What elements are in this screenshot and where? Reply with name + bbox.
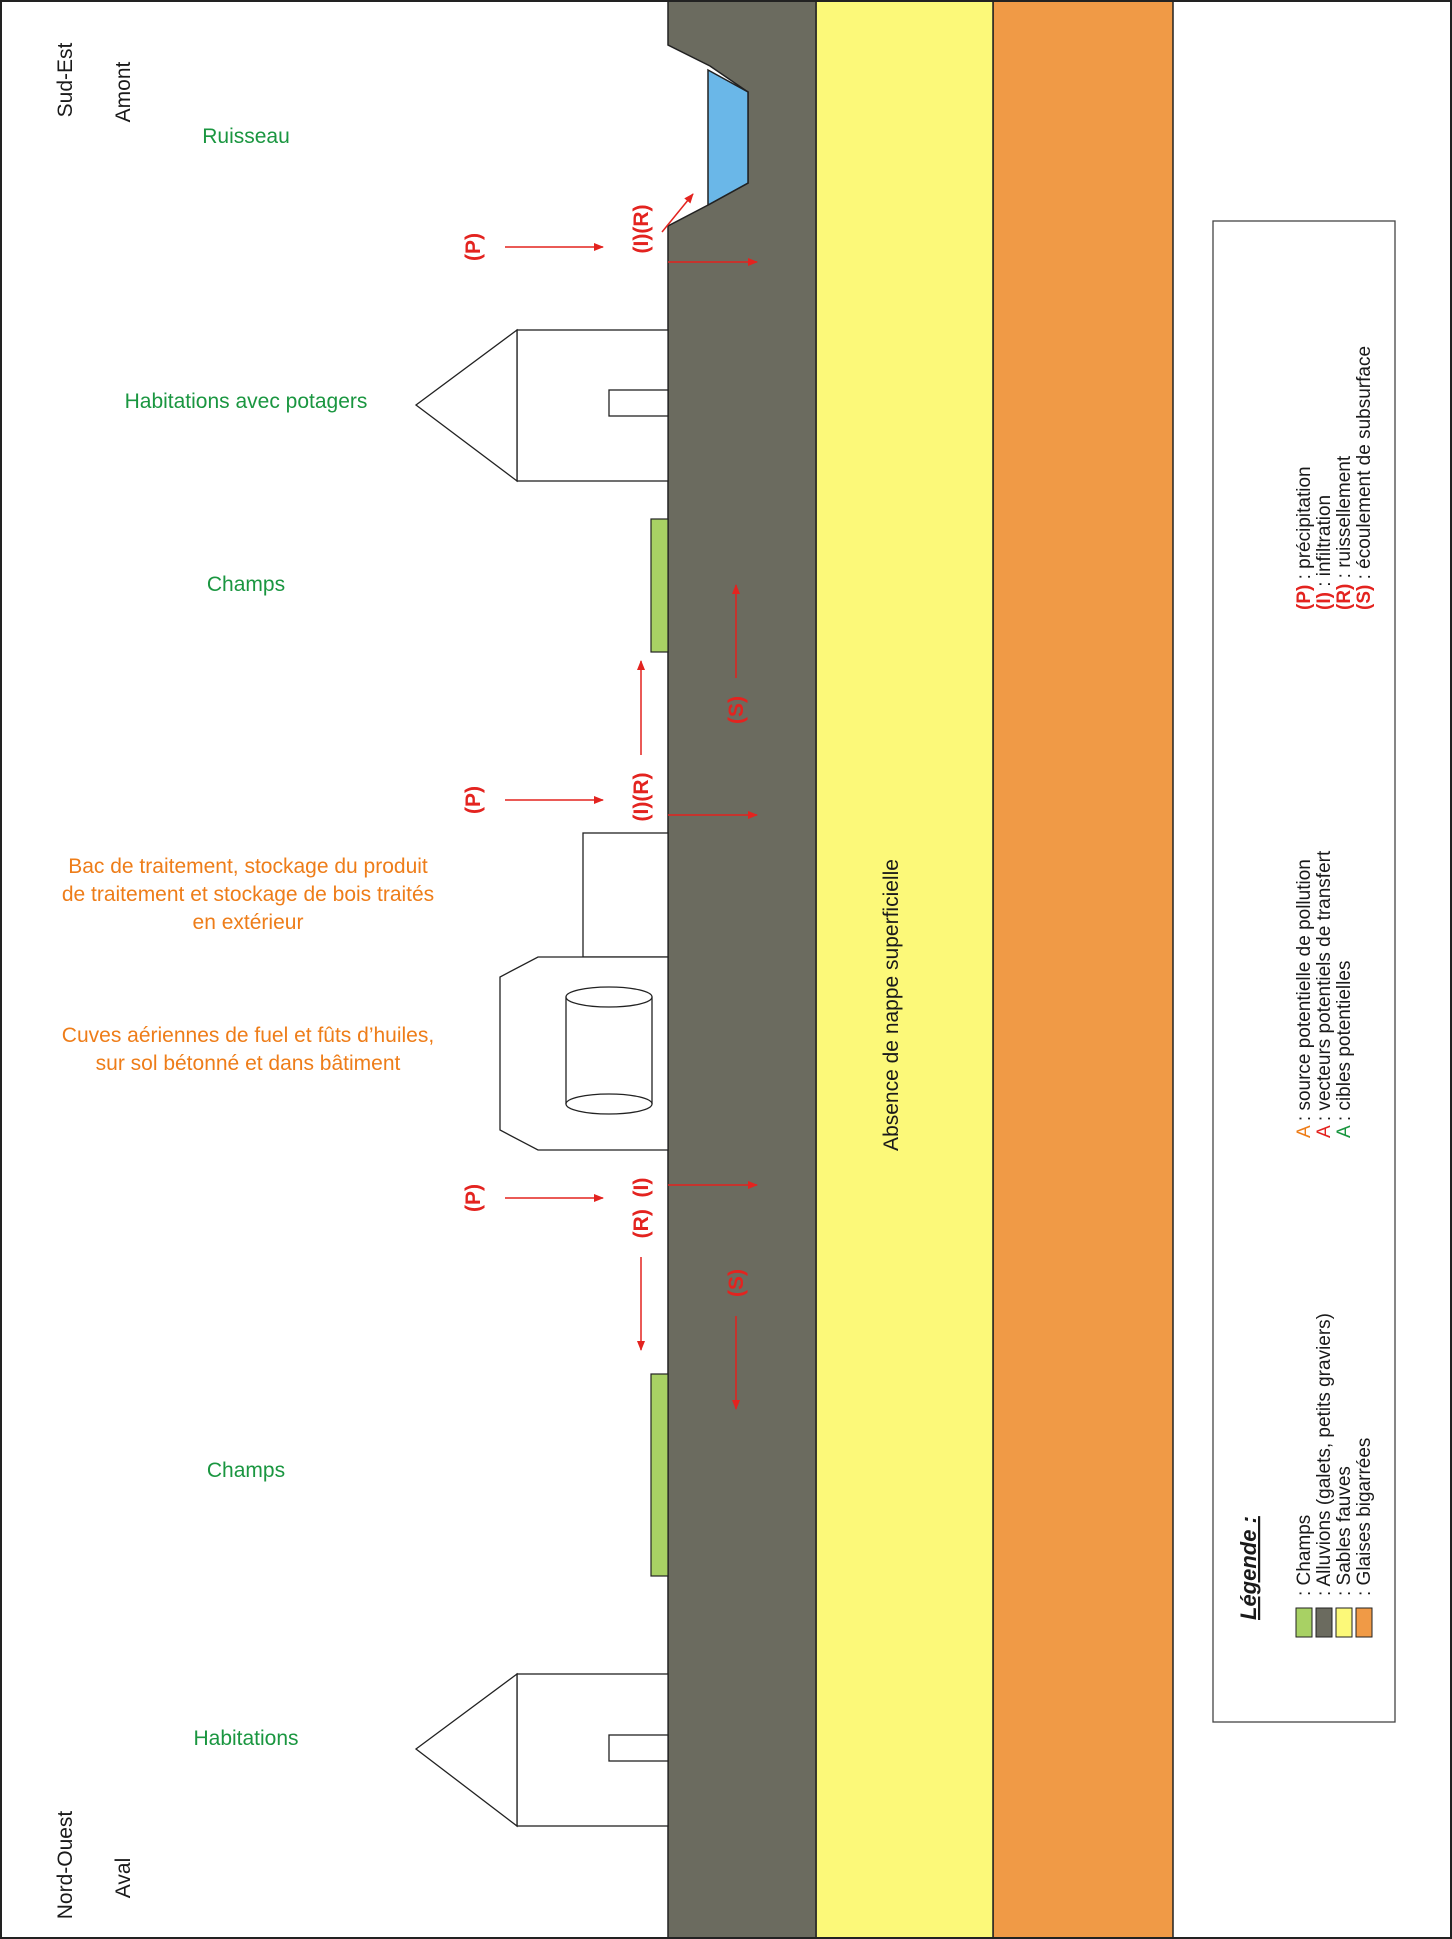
legend-swatch-sables [1335, 1607, 1353, 1638]
label-cuves-line2: sur sol bétonné et dans bâtiment [96, 1052, 401, 1075]
layer-sables-fauves [815, 0, 994, 1939]
orientation-nord-ouest: Nord-Ouest [54, 1811, 77, 1920]
fuel-tank-icon [565, 986, 653, 1115]
label-cuves-line1: Cuves aériennes de fuel et fûts d’huiles… [62, 1024, 434, 1047]
orientation-amont: Amont [112, 61, 135, 122]
legend-title: Légende : [1236, 1516, 1261, 1620]
legend-key-subsurface: (S) : écoulement de subsurface [1354, 346, 1375, 610]
ruisseau-water [707, 68, 749, 207]
legend-swatch-champs [1295, 1607, 1313, 1638]
label-ir-2: (I)(R) [630, 773, 653, 822]
label-habitations: Habitations [193, 1727, 298, 1750]
legend-layer-alluvions: : Alluvions (galets, petits graviers) [1314, 1313, 1335, 1596]
legend-key-vecteurs: A : vecteurs potentiels de transfert [1314, 850, 1335, 1138]
label-p-3: (P) [462, 1184, 485, 1212]
legend-key-infiltration: (I) : infiltration [1314, 495, 1335, 610]
house-with-garden-icon [414, 328, 669, 483]
label-bac-line3: en extérieur [193, 911, 304, 934]
label-habitations-potagers: Habitations avec potagers [125, 390, 368, 413]
label-s-1: (S) [725, 696, 748, 724]
label-bac-line2: de traitement et stockage de bois traité… [62, 883, 434, 906]
champs-bottom-field [650, 1373, 669, 1577]
label-champs-top: Champs [207, 573, 285, 596]
house-icon [414, 1672, 669, 1828]
transfer-arrows [505, 193, 758, 1410]
legend-layer-sables: : Sables fauves [1334, 1466, 1355, 1596]
label-nappe: Absence de nappe superficielle [880, 859, 903, 1151]
legend-key-sources: A : source potentielle de pollution [1294, 859, 1315, 1138]
legend-layer-glaises: : Glaises bigarrées [1354, 1438, 1375, 1596]
orientation-sud-est: Sud-Est [54, 42, 77, 117]
arrow-r-1 [661, 193, 694, 233]
orientation-aval: Aval [112, 1858, 135, 1898]
champs-top-field [650, 518, 669, 653]
label-bac-line1: Bac de traitement, stockage du produit [68, 855, 428, 878]
legend-swatch-alluvions [1315, 1607, 1333, 1638]
label-s-2: (S) [725, 1269, 748, 1297]
label-ruisseau: Ruisseau [202, 125, 290, 148]
legend-layer-champs: : Champs [1294, 1515, 1315, 1596]
label-p-1: (P) [462, 233, 485, 261]
layer-glaises-bigarrees [992, 0, 1174, 1939]
label-champs-bottom: Champs [207, 1459, 285, 1482]
legend-box [1212, 220, 1396, 1723]
fuel-storage-building [499, 956, 669, 1151]
label-r-i: (R) (I) [630, 1178, 653, 1239]
legend-swatch-glaises [1355, 1607, 1373, 1638]
label-ir-1: (I)(R) [630, 205, 653, 254]
legend-key-ruissellement: (R) : ruissellement [1334, 455, 1355, 610]
label-p-2: (P) [462, 786, 485, 814]
legend-key-cibles: A : cibles potentielles [1334, 961, 1355, 1138]
layer-alluvions [667, 0, 817, 1939]
legend-key-precipitation: (P) : précipitation [1294, 466, 1315, 610]
legend: Légende : : Champs : Alluvions (galets, … [1236, 346, 1375, 1638]
treatment-building [582, 832, 669, 958]
